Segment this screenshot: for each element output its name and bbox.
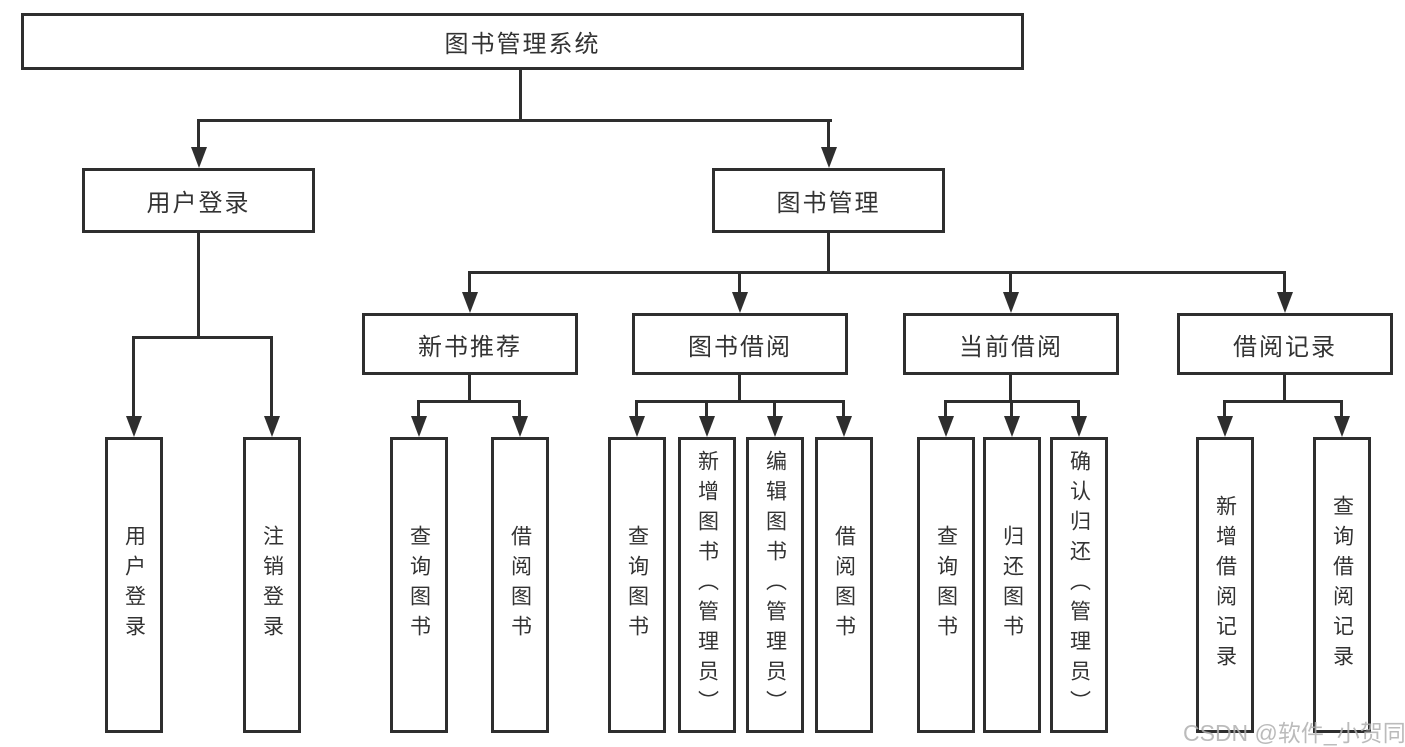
node-borrow-record-label: 借阅记录 bbox=[1233, 333, 1337, 361]
arrow-down-icon bbox=[938, 416, 954, 437]
connector-line bbox=[1077, 400, 1080, 419]
node-book-borrow-label: 图书借阅 bbox=[688, 333, 792, 361]
leaf-edit-book-admin: 编辑图书（管理员） bbox=[746, 437, 804, 733]
leaf-logout: 注销登录 bbox=[243, 437, 301, 733]
connector-line bbox=[842, 400, 845, 419]
node-root-label: 图书管理系统 bbox=[444, 31, 601, 58]
connector-line bbox=[198, 119, 832, 122]
leaf-return-book: 归还图书 bbox=[983, 437, 1041, 733]
leaf-query-books-recommend: 查询图书 bbox=[390, 437, 448, 733]
connector-line bbox=[197, 119, 200, 150]
arrow-down-icon bbox=[836, 416, 852, 437]
arrow-down-icon bbox=[767, 416, 783, 437]
connector-line bbox=[1223, 400, 1343, 403]
connector-line bbox=[133, 336, 273, 339]
connector-line bbox=[827, 119, 830, 150]
node-current-borrow: 当前借阅 bbox=[903, 313, 1119, 375]
arrow-down-icon bbox=[264, 416, 280, 437]
node-user-login: 用户登录 bbox=[82, 168, 315, 233]
connector-line bbox=[519, 68, 522, 121]
leaf-logout-label: 注销登录 bbox=[260, 525, 284, 645]
leaf-query-books-borrow: 查询图书 bbox=[608, 437, 666, 733]
connector-line bbox=[1340, 400, 1343, 419]
arrow-down-icon bbox=[821, 147, 837, 168]
connector-line bbox=[518, 400, 521, 419]
connector-line bbox=[635, 400, 638, 419]
connector-line bbox=[132, 336, 135, 419]
node-current-borrow-label: 当前借阅 bbox=[959, 333, 1063, 361]
arrow-down-icon bbox=[1277, 292, 1293, 313]
leaf-user-login: 用户登录 bbox=[105, 437, 163, 733]
arrow-down-icon bbox=[126, 416, 142, 437]
arrow-down-icon bbox=[1003, 292, 1019, 313]
connector-line bbox=[468, 271, 1286, 274]
leaf-query-borrow-record-label: 查询借阅记录 bbox=[1330, 495, 1354, 675]
leaf-add-borrow-record-label: 新增借阅记录 bbox=[1213, 495, 1237, 675]
arrow-down-icon bbox=[1334, 416, 1350, 437]
connector-line bbox=[468, 271, 471, 295]
arrow-down-icon bbox=[699, 416, 715, 437]
leaf-add-book-admin-label: 新增图书（管理员） bbox=[695, 450, 719, 720]
connector-line bbox=[738, 271, 741, 295]
leaf-query-books-current: 查询图书 bbox=[917, 437, 975, 733]
leaf-confirm-return-admin-label: 确认归还（管理员） bbox=[1067, 450, 1091, 720]
leaf-user-login-label: 用户登录 bbox=[122, 525, 146, 645]
leaf-return-book-label: 归还图书 bbox=[1000, 525, 1024, 645]
connector-line bbox=[1009, 373, 1012, 403]
node-book-management-label: 图书管理 bbox=[776, 190, 881, 217]
leaf-borrow-books-label: 借阅图书 bbox=[832, 525, 856, 645]
connector-line bbox=[1283, 373, 1286, 403]
arrow-down-icon bbox=[1071, 416, 1087, 437]
leaf-edit-book-admin-label: 编辑图书（管理员） bbox=[763, 450, 787, 720]
connector-line bbox=[1009, 271, 1012, 295]
leaf-borrow-books-recommend: 借阅图书 bbox=[491, 437, 549, 733]
node-root: 图书管理系统 bbox=[21, 13, 1024, 70]
arrow-down-icon bbox=[411, 416, 427, 437]
arrow-down-icon bbox=[191, 147, 207, 168]
node-new-book-recommend: 新书推荐 bbox=[362, 313, 578, 375]
connector-line bbox=[417, 400, 521, 403]
leaf-add-borrow-record: 新增借阅记录 bbox=[1196, 437, 1254, 733]
node-new-book-recommend-label: 新书推荐 bbox=[418, 333, 522, 361]
connector-line bbox=[705, 400, 708, 419]
watermark: CSDN @软件_小贺同学 bbox=[1183, 720, 1405, 746]
connector-line bbox=[1223, 400, 1226, 419]
leaf-borrow-books: 借阅图书 bbox=[815, 437, 873, 733]
leaf-borrow-books-recommend-label: 借阅图书 bbox=[508, 525, 532, 645]
connector-line bbox=[417, 400, 420, 419]
leaf-query-borrow-record: 查询借阅记录 bbox=[1313, 437, 1371, 733]
arrow-down-icon bbox=[732, 292, 748, 313]
connector-line bbox=[827, 231, 830, 274]
connector-line bbox=[944, 400, 947, 419]
connector-line bbox=[468, 373, 471, 403]
connector-line bbox=[197, 231, 200, 338]
connector-line bbox=[1010, 400, 1013, 419]
node-book-management: 图书管理 bbox=[712, 168, 945, 233]
node-book-borrow: 图书借阅 bbox=[632, 313, 848, 375]
leaf-add-book-admin: 新增图书（管理员） bbox=[678, 437, 736, 733]
leaf-confirm-return-admin: 确认归还（管理员） bbox=[1050, 437, 1108, 733]
node-borrow-record: 借阅记录 bbox=[1177, 313, 1393, 375]
connector-line bbox=[738, 373, 741, 403]
leaf-query-books-current-label: 查询图书 bbox=[934, 525, 958, 645]
connector-line bbox=[270, 336, 273, 419]
arrow-down-icon bbox=[512, 416, 528, 437]
connector-line bbox=[635, 400, 845, 403]
arrow-down-icon bbox=[629, 416, 645, 437]
connector-line bbox=[773, 400, 776, 419]
arrow-down-icon bbox=[1004, 416, 1020, 437]
arrow-down-icon bbox=[462, 292, 478, 313]
leaf-query-books-borrow-label: 查询图书 bbox=[625, 525, 649, 645]
leaf-query-books-recommend-label: 查询图书 bbox=[407, 525, 431, 645]
node-user-login-label: 用户登录 bbox=[146, 190, 251, 217]
arrow-down-icon bbox=[1217, 416, 1233, 437]
connector-line bbox=[1283, 271, 1286, 295]
